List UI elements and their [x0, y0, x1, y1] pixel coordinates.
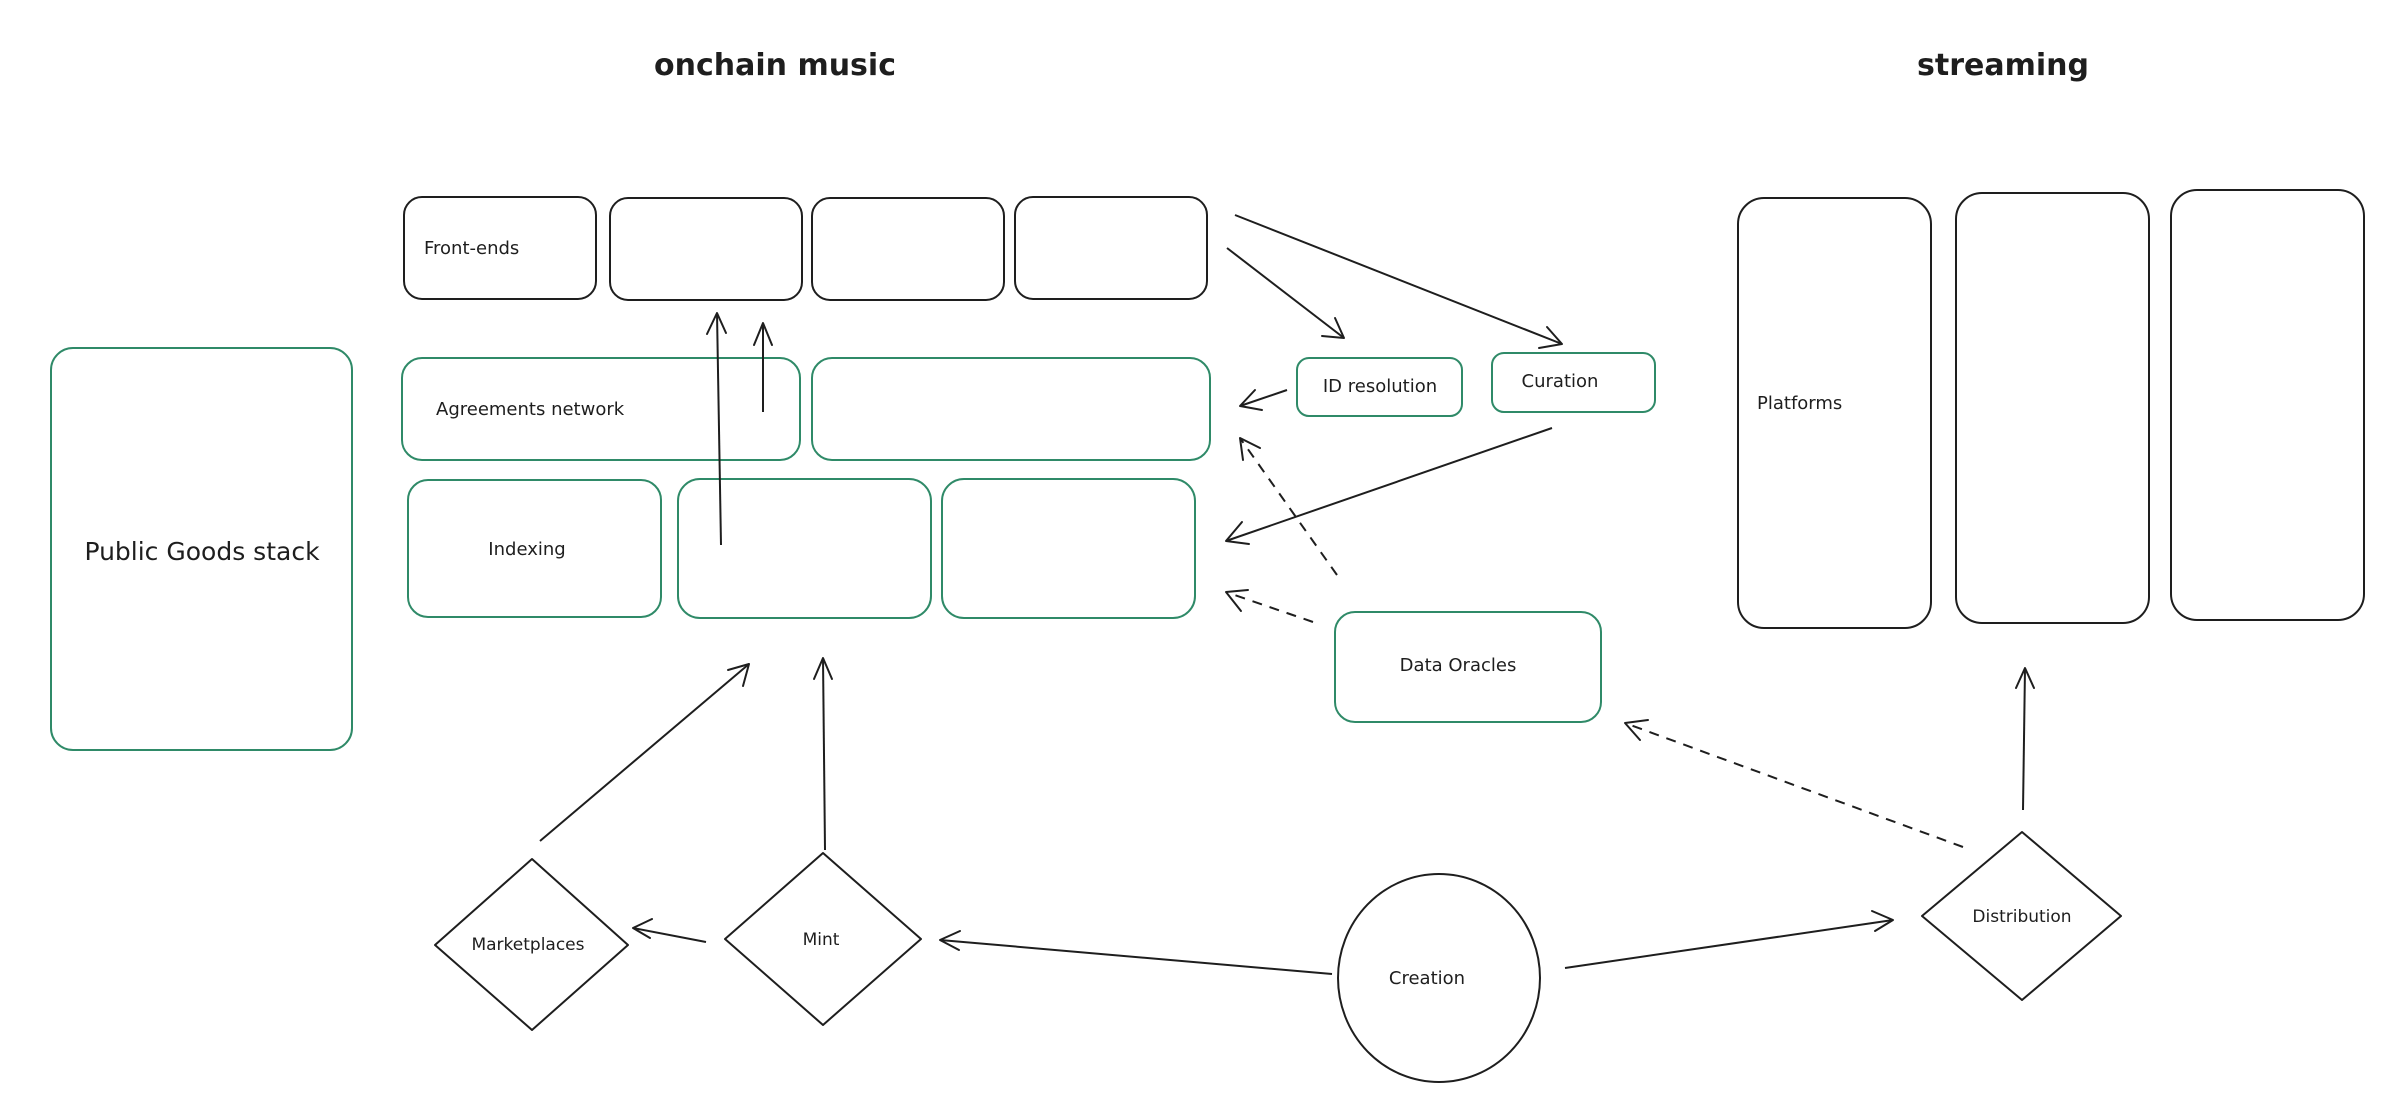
- front-ends-box-2[interactable]: [609, 197, 803, 301]
- edge-agreements-to-front-ends: [753, 322, 773, 412]
- edge-creation-to-distribution: [1564, 910, 1894, 969]
- edge-front-ends-to-curation: [1234, 214, 1563, 349]
- edge-id-resolution-to-agreements: [1239, 389, 1288, 411]
- marketplaces-label: Marketplaces: [471, 935, 584, 955]
- id-resolution-node[interactable]: ID resolution: [1296, 357, 1463, 417]
- front-ends-label: Front-ends: [424, 238, 519, 259]
- edge-distribution-to-data-oracles: [1624, 719, 1964, 848]
- edge-data-oracles-to-agreements: [1239, 437, 1338, 576]
- mint-node[interactable]: Mint: [724, 852, 922, 1026]
- curation-label: Curation: [1522, 371, 1599, 392]
- creation-label: Creation: [1389, 968, 1465, 989]
- creation-node[interactable]: Creation: [1337, 873, 1541, 1083]
- edge-mint-to-marketplaces: [632, 918, 707, 943]
- edge-mint-to-indexing: [813, 657, 833, 851]
- platforms-box-2[interactable]: [1955, 192, 2150, 624]
- front-ends-box-4[interactable]: [1014, 196, 1208, 300]
- platforms-node[interactable]: Platforms: [1737, 197, 1932, 629]
- edge-distribution-to-platforms: [2015, 667, 2035, 811]
- distribution-label: Distribution: [1972, 907, 2071, 927]
- marketplaces-node[interactable]: Marketplaces: [434, 858, 629, 1031]
- agreements-network-box-2[interactable]: [811, 357, 1211, 461]
- id-resolution-label: ID resolution: [1323, 376, 1437, 397]
- indexing-box-2[interactable]: [677, 478, 932, 619]
- platforms-label: Platforms: [1757, 393, 1842, 414]
- agreements-network-node[interactable]: Agreements network: [401, 357, 801, 461]
- public-goods-node[interactable]: Public Goods stack: [50, 347, 353, 751]
- indexing-box-3[interactable]: [941, 478, 1196, 619]
- indexing-node[interactable]: Indexing: [407, 479, 662, 618]
- public-goods-label: Public Goods stack: [84, 537, 320, 566]
- edge-data-oracles-to-indexing: [1225, 589, 1314, 623]
- data-oracles-node[interactable]: Data Oracles: [1334, 611, 1602, 723]
- edge-indexing-to-front-ends: [706, 312, 727, 546]
- edge-marketplaces-to-indexing: [539, 663, 750, 842]
- platforms-box-3[interactable]: [2170, 189, 2365, 621]
- mint-label: Mint: [803, 930, 840, 950]
- edge-curation-to-indexing: [1225, 427, 1553, 545]
- front-ends-node[interactable]: Front-ends: [403, 196, 597, 300]
- title-onchain-music: onchain music: [654, 48, 896, 83]
- distribution-node[interactable]: Distribution: [1921, 831, 2122, 1001]
- curation-node[interactable]: Curation: [1491, 352, 1656, 413]
- indexing-label: Indexing: [488, 539, 565, 560]
- title-streaming: streaming: [1917, 48, 2089, 83]
- edge-front-ends-to-id-resolution: [1226, 247, 1345, 339]
- edge-creation-to-mint: [939, 930, 1333, 975]
- agreements-network-label: Agreements network: [436, 399, 625, 420]
- front-ends-box-3[interactable]: [811, 197, 1005, 301]
- data-oracles-label: Data Oracles: [1400, 655, 1517, 676]
